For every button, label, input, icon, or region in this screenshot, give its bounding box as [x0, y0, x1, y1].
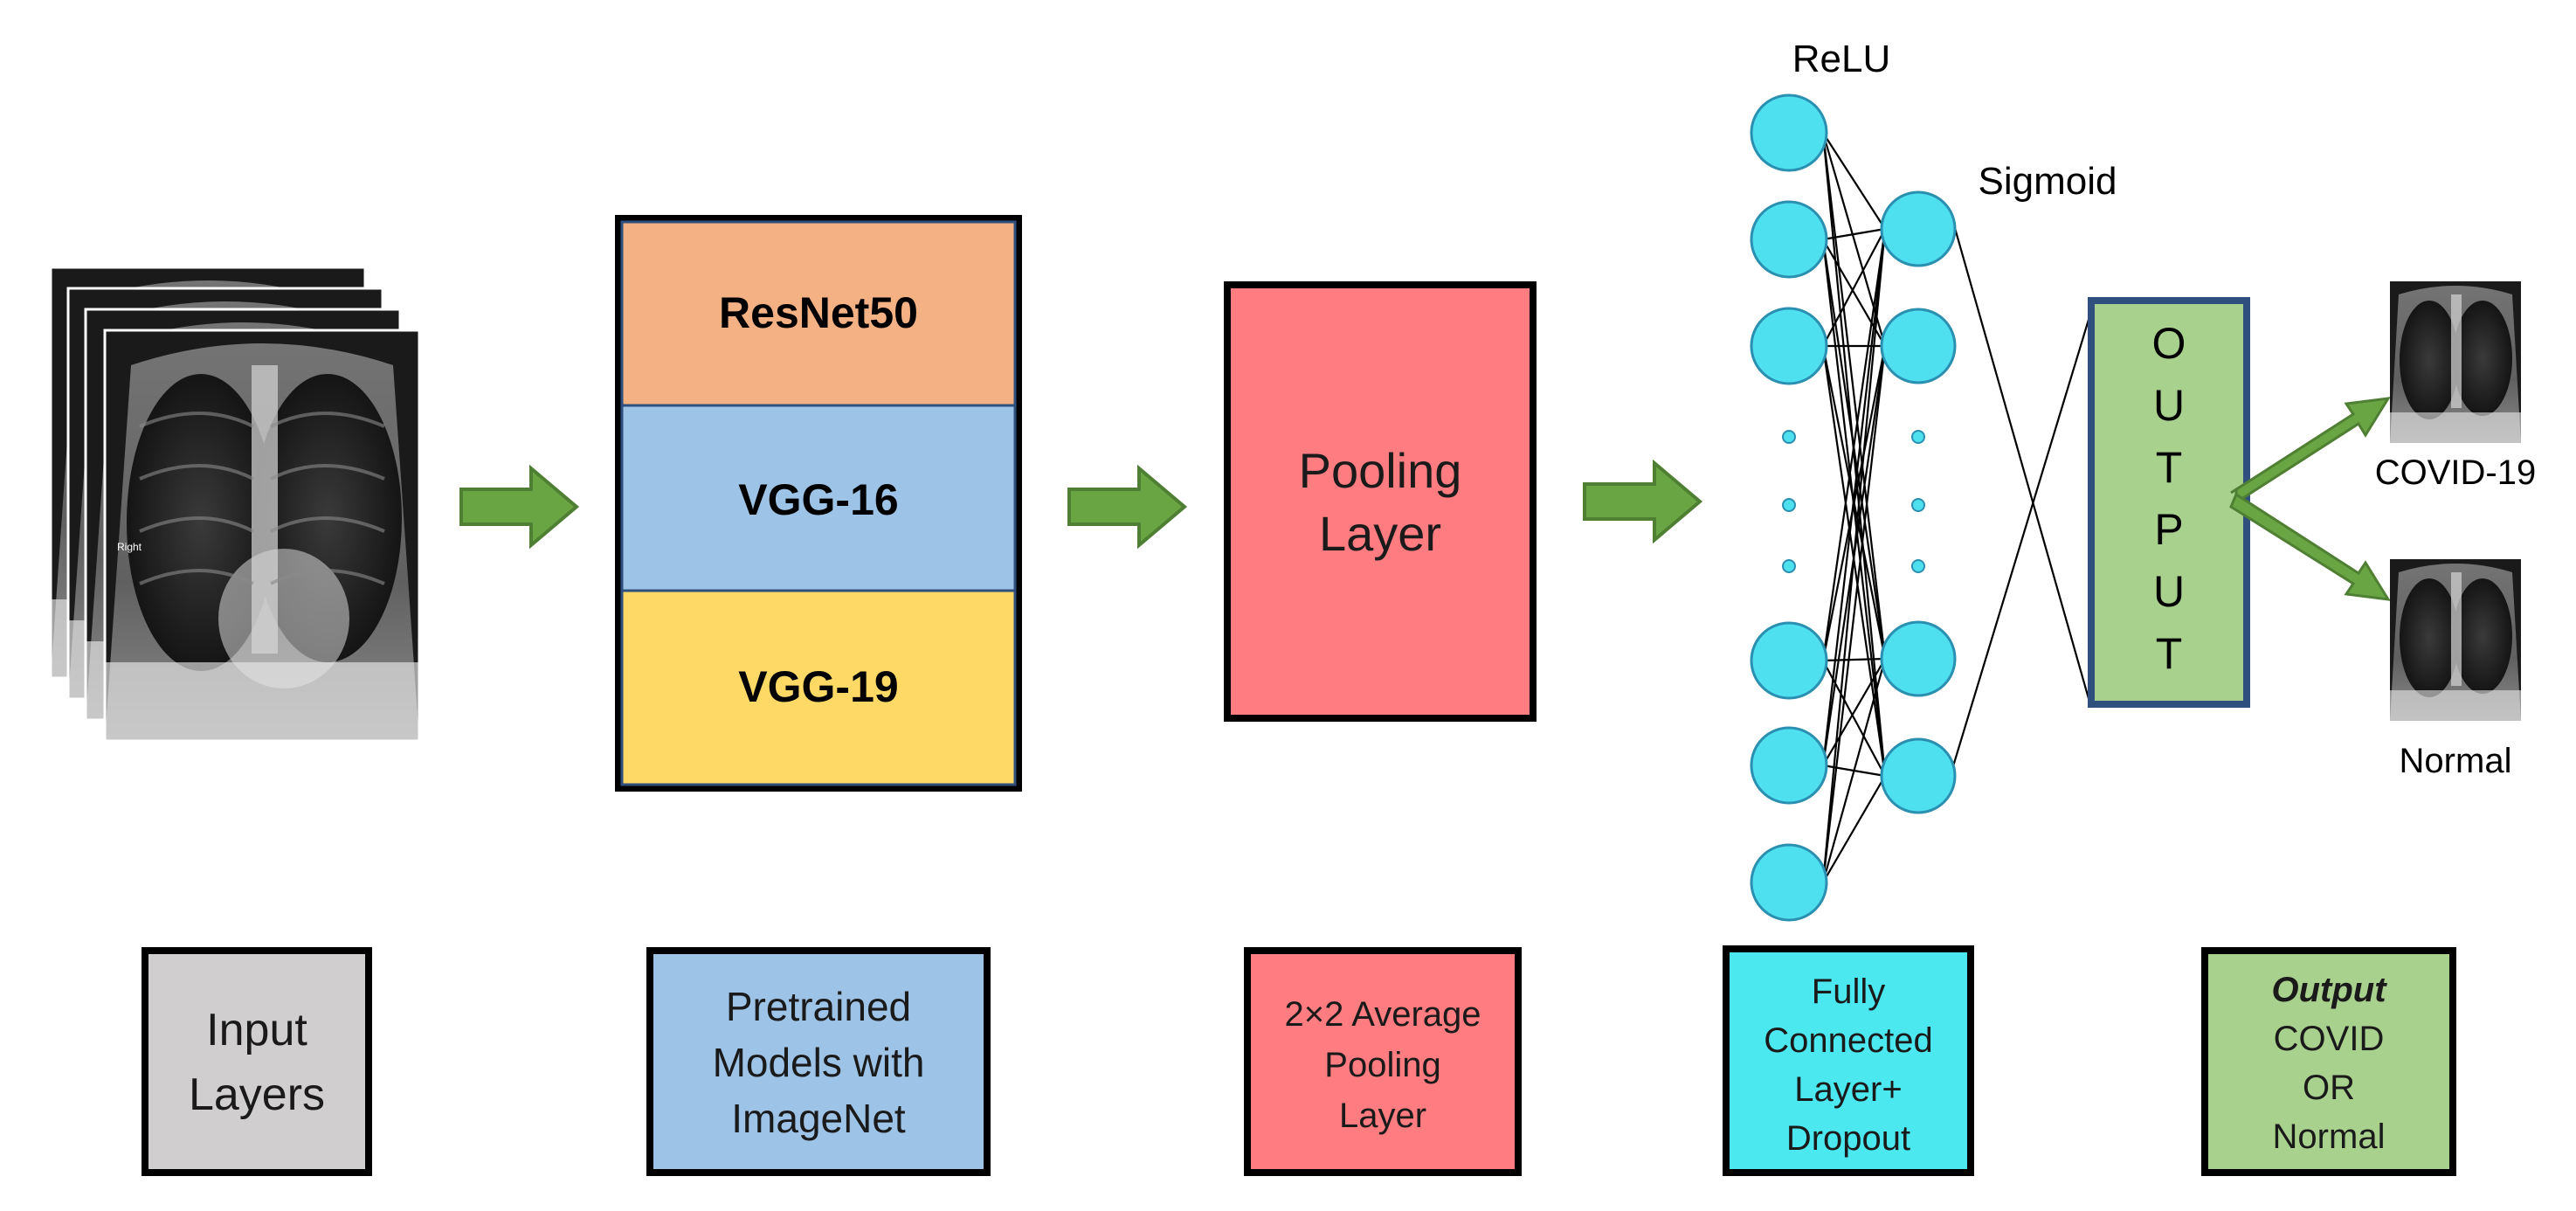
ellipsis-dot [1782, 498, 1796, 512]
network-connection [1822, 227, 1886, 241]
input-xray-stack: Right [49, 266, 421, 743]
vgg19-block [620, 589, 1017, 786]
arrow-to-normal [2229, 492, 2391, 601]
svg-text:Output: Output [2271, 971, 2387, 1009]
network-connection [1822, 132, 1886, 230]
caption-input-layers: Input Layers [142, 947, 372, 1176]
xray-image [103, 329, 421, 743]
sigmoid-neuron [1880, 737, 1957, 814]
svg-text:Dropout: Dropout [1786, 1119, 1910, 1158]
flow-arrow [1067, 467, 1186, 547]
relu-neuron [1750, 93, 1828, 172]
svg-text:Normal: Normal [2273, 1118, 2386, 1156]
flow-arrow [459, 467, 578, 547]
relu-neuron [1750, 200, 1828, 279]
caption-fully-connected: Fully Connected Layer+ Dropout [1723, 945, 1974, 1176]
svg-text:Pretrained: Pretrained [726, 984, 911, 1029]
pretrained-model-stack: ResNet50 VGG-16 VGG-19 [615, 215, 1022, 792]
svg-text:ImageNet: ImageNet [731, 1096, 906, 1141]
model-label-resnet50: ResNet50 [719, 288, 918, 337]
covid-label: COVID-19 [2375, 453, 2537, 492]
network-connection [1821, 228, 1887, 661]
sigmoid-neuron [1880, 308, 1957, 384]
svg-text:COVID: COVID [2274, 1020, 2385, 1058]
sigmoid-label: Sigmoid [1979, 160, 2117, 203]
svg-text:2×2 Average: 2×2 Average [1284, 995, 1481, 1034]
model-label-vgg16: VGG-16 [738, 475, 898, 524]
ellipsis-dot [1782, 430, 1796, 444]
pooling-layer-block: Pooling Layer [1224, 281, 1537, 722]
ellipsis-dot [1911, 498, 1925, 512]
relu-label: ReLU [1792, 38, 1891, 80]
svg-text:Fully: Fully [1812, 972, 1885, 1011]
caption-output: Output COVID OR Normal [2201, 947, 2456, 1176]
output-wire [1948, 209, 2093, 709]
normal-label: Normal [2400, 742, 2512, 780]
result-covid: COVID-19 [2375, 281, 2537, 492]
caption-pooling-layer: 2×2 Average Pooling Layer [1244, 947, 1522, 1176]
output-letter: T [2156, 443, 2183, 492]
output-letter: U [2153, 567, 2185, 616]
sigmoid-neuron [1880, 620, 1957, 697]
pooling-block-line-2: Layer [1319, 506, 1441, 561]
output-letter: U [2153, 381, 2185, 430]
result-normal: Normal [2390, 559, 2521, 780]
output-letter: P [2154, 505, 2183, 554]
relu-neuron [1750, 726, 1828, 805]
flow-arrow [1583, 461, 1702, 542]
relu-neuron [1750, 843, 1828, 922]
network-connection [1822, 228, 1886, 347]
vgg16-block [620, 404, 1017, 592]
arrow-to-covid [2230, 397, 2391, 505]
network-connection [1821, 658, 1887, 883]
result-arrows [2229, 397, 2391, 601]
svg-text:Layer: Layer [1339, 1097, 1426, 1135]
normal-xray-image [2390, 559, 2521, 721]
ellipsis-dot [1911, 559, 1925, 573]
output-wires [1948, 209, 2093, 778]
network-connection [1821, 345, 1887, 883]
svg-text:Models with: Models with [713, 1040, 925, 1085]
network-connection [1822, 775, 1886, 883]
network-connection [1822, 658, 1886, 766]
xray-side-marker: Right [117, 541, 142, 553]
output-block: O U T P U T [2088, 297, 2250, 708]
caption-pretrained-models: Pretrained Models with ImageNet [646, 947, 991, 1176]
network-connection [1821, 228, 1887, 766]
network-connections [1821, 132, 1887, 883]
output-wire [1948, 310, 2093, 778]
ellipsis-dot [1911, 430, 1925, 444]
svg-text:Input: Input [206, 1005, 307, 1055]
pooling-block-line-1: Pooling [1299, 443, 1462, 498]
svg-text:Layer+: Layer+ [1794, 1070, 1902, 1109]
resnet50-block [620, 220, 1017, 407]
network-connection [1821, 228, 1887, 883]
output-letter: T [2156, 629, 2183, 678]
output-letter: O [2152, 319, 2186, 368]
network-nodes [1750, 93, 1957, 922]
svg-text:Connected: Connected [1764, 1021, 1932, 1060]
neural-network: ReLU Sigmoid [1750, 38, 2117, 922]
sigmoid-neuron [1880, 190, 1957, 267]
svg-text:Pooling: Pooling [1324, 1046, 1440, 1084]
network-connection [1822, 657, 1886, 662]
relu-neuron [1750, 621, 1828, 700]
model-label-vgg19: VGG-19 [738, 662, 898, 711]
ellipsis-dot [1782, 559, 1796, 573]
svg-text:OR: OR [2303, 1069, 2355, 1107]
relu-neuron [1750, 307, 1828, 385]
svg-text:Layers: Layers [189, 1069, 325, 1120]
covid-xray-image [2390, 281, 2521, 443]
network-connection [1821, 132, 1887, 660]
